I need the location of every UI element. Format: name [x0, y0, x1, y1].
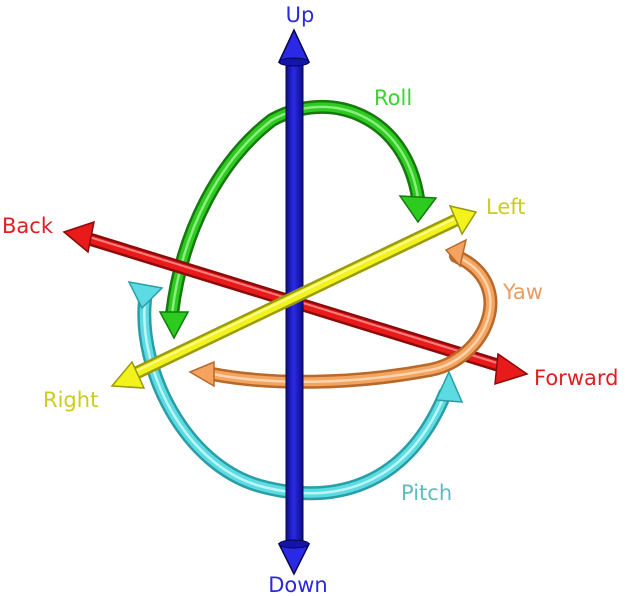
right-arrowhead — [110, 360, 146, 389]
up-label: Up — [286, 3, 315, 27]
pitch-arrowhead-left — [127, 280, 164, 310]
roll-arrowhead-right — [398, 195, 438, 224]
yaw-arc-highlight — [210, 254, 492, 384]
left-right-axis — [110, 204, 478, 389]
forward-arrowhead — [494, 352, 529, 386]
yaw-label: Yaw — [502, 280, 543, 304]
pitch-label: Pitch — [401, 481, 452, 505]
yaw-arrowhead-left — [188, 360, 215, 388]
yaw-arrow — [188, 238, 498, 389]
back-arrowhead — [62, 220, 95, 254]
pitch-arrow — [127, 280, 464, 501]
pitch-arrowhead-right — [434, 370, 464, 403]
back-label: Back — [2, 214, 54, 238]
roll-arc-highlight — [170, 105, 420, 316]
left-arrowhead — [448, 204, 478, 236]
roll-label: Roll — [374, 86, 412, 110]
roll-arrowhead-left — [158, 311, 190, 340]
yaw-arrowhead-top — [444, 238, 468, 268]
left-label: Left — [486, 195, 526, 219]
right-label: Right — [43, 388, 98, 412]
roll-arrow — [158, 100, 438, 340]
forward-label: Forward — [534, 366, 618, 390]
up-arrowhead — [277, 28, 311, 63]
down-label: Down — [268, 573, 328, 596]
